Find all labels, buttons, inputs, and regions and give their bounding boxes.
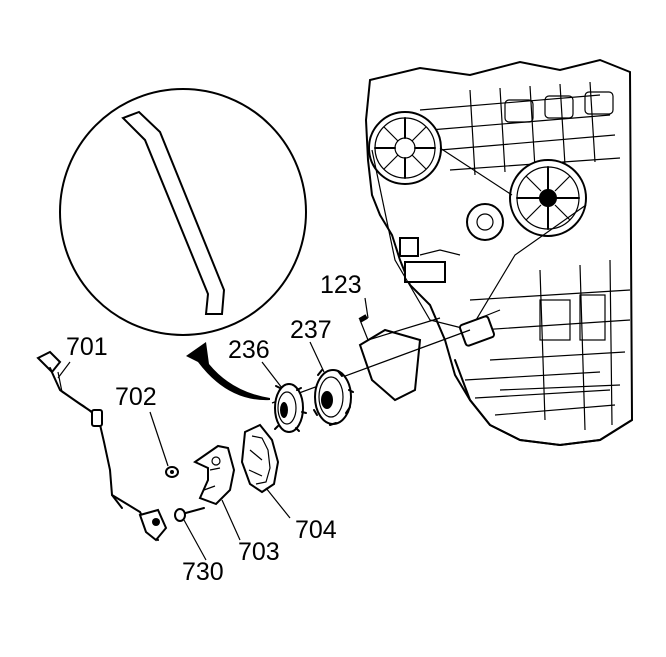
detail-arrow [186, 342, 270, 401]
leader-lines [57, 297, 369, 561]
callout-702: 702 [115, 383, 157, 411]
crankshaft-nose [458, 309, 501, 347]
alignment-line [271, 329, 471, 404]
part-236-reluctor [274, 383, 307, 433]
callout-123: 123 [320, 271, 362, 299]
camshaft-sprocket-right [509, 159, 587, 237]
camshaft-sprocket-left [368, 111, 442, 185]
callout-704: 704 [295, 516, 337, 544]
part-237-crank-sprocket [313, 369, 354, 426]
callout-703: 703 [238, 538, 280, 566]
callout-730: 730 [182, 558, 224, 586]
callout-701: 701 [66, 333, 108, 361]
idler-pulley [466, 203, 504, 241]
part-701-sensor-harness [36, 350, 168, 542]
callout-236: 236 [228, 336, 270, 364]
part-702-nut [165, 466, 179, 478]
magnified-tube [121, 110, 226, 315]
callout-237: 237 [290, 316, 332, 344]
detail-magnifier [59, 88, 307, 336]
part-704-cover [240, 423, 280, 494]
part-730-bolt [174, 507, 205, 522]
key-leader [359, 317, 441, 341]
part-703-bracket [192, 444, 236, 506]
timing-chain [371, 147, 587, 331]
oil-pickup [358, 328, 422, 402]
part-123-key [358, 314, 368, 323]
